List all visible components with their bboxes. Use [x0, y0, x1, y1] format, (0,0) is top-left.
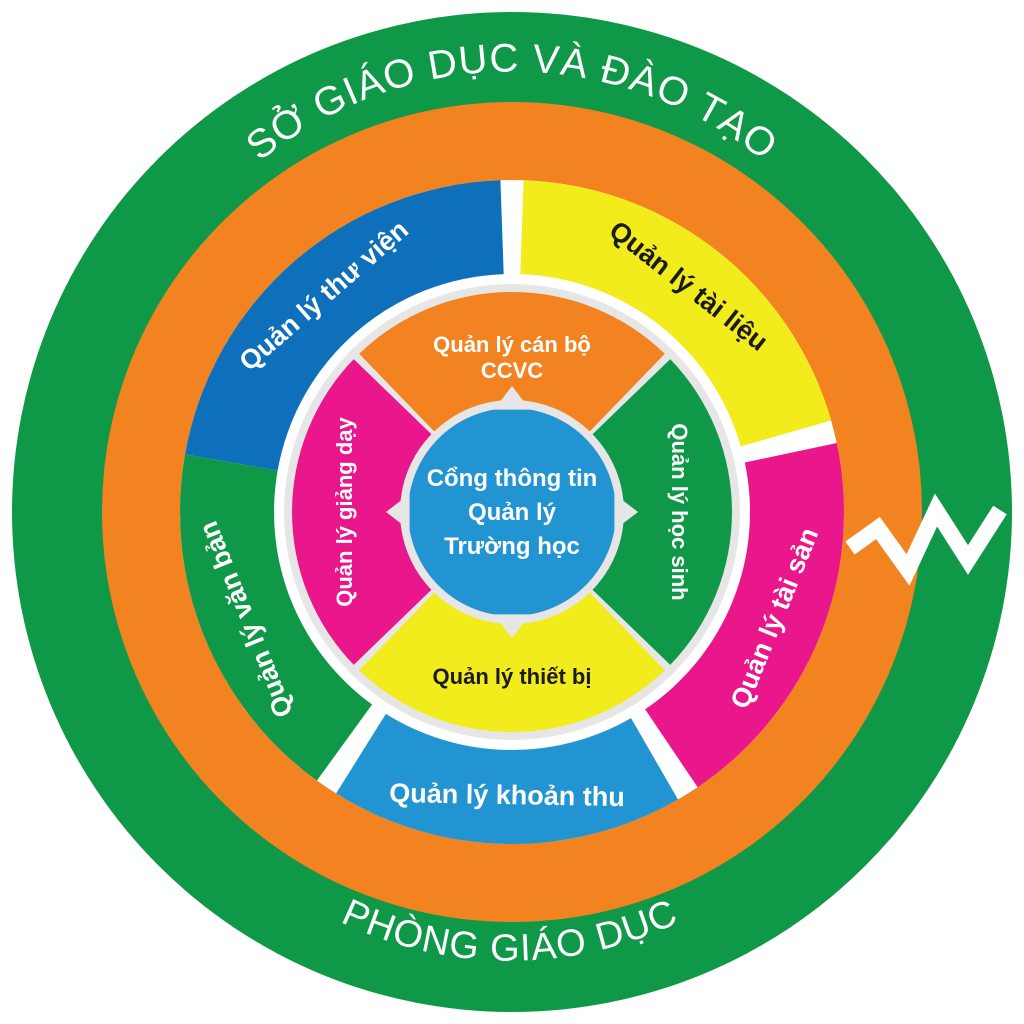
segment-tai-lieu	[520, 180, 832, 447]
inner-label-can-bo-line2: CCVC	[481, 358, 543, 383]
center-circle	[408, 408, 616, 616]
segment-tai-san	[645, 442, 844, 788]
inner-segment-thiet-bi	[359, 592, 665, 732]
inner-segment-can-bo	[359, 292, 665, 432]
inner-label-hoc-sinh: Quản lý học sinh	[667, 423, 692, 600]
center-point-1	[614, 493, 638, 531]
segment-van-ban	[180, 454, 373, 781]
center-point-0	[493, 386, 531, 410]
ring-notch	[845, 493, 1007, 586]
center-label-line3: Trường học	[444, 533, 580, 560]
center-point-2	[493, 614, 531, 638]
center-label-line1: Cổng thông tin	[427, 465, 598, 492]
inner-segment-giang-day	[292, 359, 432, 665]
segment-thu-vien	[185, 180, 504, 471]
inner-label-can-bo: Quản lý cán bộ CCVC	[433, 332, 591, 383]
center-points	[386, 386, 638, 638]
inner-label-thiet-bi: Quản lý thiết bị	[433, 664, 592, 689]
segment-label-khoan-thu: Quản lý khoản thu	[389, 778, 625, 812]
inner-segment-hoc-sinh	[592, 359, 732, 665]
inner-label-can-bo-line1: Quản lý cán bộ	[433, 332, 591, 357]
inner-label-giang-day: Quản lý giảng dạy	[332, 416, 357, 606]
center-label-line2: Quản lý	[468, 499, 557, 526]
segment-ring	[180, 180, 844, 844]
inner-segment-ring	[292, 292, 732, 732]
segment-khoan-thu	[336, 713, 678, 844]
center-point-3	[386, 493, 410, 531]
